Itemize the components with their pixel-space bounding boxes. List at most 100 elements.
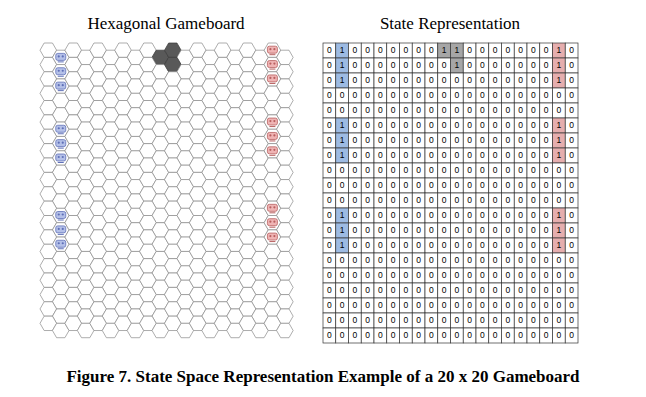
cell-value: 0 — [553, 283, 566, 298]
cell-value: 0 — [540, 178, 553, 193]
grid-cell — [400, 193, 413, 208]
grid-cell — [540, 313, 553, 328]
grid-cell — [565, 103, 578, 118]
cell-value: 0 — [361, 178, 374, 193]
cell-value: 0 — [489, 163, 502, 178]
cell-value: 0 — [565, 223, 578, 238]
grid-cell — [514, 88, 527, 103]
grid-cell — [336, 328, 349, 343]
cell-value: 1 — [336, 73, 349, 88]
grid-cell — [387, 253, 400, 268]
cell-value: 0 — [425, 268, 438, 283]
grid-cell — [553, 118, 566, 133]
cell-value: 0 — [438, 238, 451, 253]
cell-value: 0 — [527, 193, 540, 208]
cell-value: 1 — [438, 43, 451, 58]
grid-cell — [336, 208, 349, 223]
cell-value: 1 — [451, 43, 464, 58]
grid-cell — [565, 253, 578, 268]
grid-cell — [438, 313, 451, 328]
grid-cell — [323, 58, 336, 73]
cell-value: 0 — [400, 328, 413, 343]
grid-cell — [400, 208, 413, 223]
cell-value: 0 — [553, 298, 566, 313]
grid-cell — [323, 103, 336, 118]
cell-value: 0 — [489, 148, 502, 163]
cell-value: 0 — [527, 178, 540, 193]
grid-cell — [565, 328, 578, 343]
cell-value: 0 — [553, 193, 566, 208]
cell-value: 0 — [489, 223, 502, 238]
cell-value: 0 — [527, 238, 540, 253]
cell-value: 0 — [502, 43, 515, 58]
cell-value: 0 — [374, 88, 387, 103]
cell-value: 0 — [540, 328, 553, 343]
grid-cell — [476, 328, 489, 343]
grid-cell — [412, 298, 425, 313]
cell-value: 0 — [438, 58, 451, 73]
grid-cell — [438, 163, 451, 178]
grid-cell — [502, 73, 515, 88]
grid-cell — [400, 43, 413, 58]
cell-value: 0 — [476, 298, 489, 313]
cell-value: 0 — [323, 298, 336, 313]
cell-value: 0 — [323, 163, 336, 178]
cell-value: 0 — [349, 178, 362, 193]
grid-cell — [400, 118, 413, 133]
gameboard-panel: Hexagonal Gameboard — [36, 0, 296, 352]
grid-cell — [527, 253, 540, 268]
grid-cell — [387, 313, 400, 328]
cell-value: 0 — [412, 163, 425, 178]
grid-cell — [476, 73, 489, 88]
cell-value: 0 — [349, 88, 362, 103]
cell-value: 0 — [412, 88, 425, 103]
grid-cell — [349, 88, 362, 103]
grid-cell — [361, 298, 374, 313]
grid-cell — [489, 193, 502, 208]
grid-cell — [553, 238, 566, 253]
cell-value: 0 — [425, 103, 438, 118]
grid-cell — [502, 88, 515, 103]
grid-cell — [540, 328, 553, 343]
cell-value: 0 — [349, 268, 362, 283]
cell-value: 0 — [349, 298, 362, 313]
grid-cell — [374, 178, 387, 193]
cell-value: 0 — [374, 73, 387, 88]
grid-cell — [323, 133, 336, 148]
grid-cell — [323, 88, 336, 103]
cell-value: 0 — [400, 193, 413, 208]
cell-value: 0 — [387, 313, 400, 328]
grid-cell — [323, 178, 336, 193]
cell-value: 0 — [412, 148, 425, 163]
cell-value: 0 — [336, 268, 349, 283]
cell-value: 0 — [540, 238, 553, 253]
grid-cell — [565, 58, 578, 73]
cell-value: 0 — [553, 163, 566, 178]
grid-cell — [387, 268, 400, 283]
cell-value: 0 — [412, 133, 425, 148]
grid-cell — [451, 118, 464, 133]
cell-value: 0 — [412, 73, 425, 88]
grid-cell — [553, 193, 566, 208]
cell-value: 0 — [323, 268, 336, 283]
grid-cell — [336, 148, 349, 163]
robot-piece — [267, 132, 277, 141]
grid-cell — [400, 268, 413, 283]
cell-value: 0 — [400, 208, 413, 223]
cell-value: 0 — [514, 253, 527, 268]
cell-value: 0 — [361, 133, 374, 148]
grid-cell — [438, 118, 451, 133]
grid-cell — [425, 193, 438, 208]
grid-cell — [412, 223, 425, 238]
cell-value: 0 — [425, 193, 438, 208]
cell-value: 0 — [387, 163, 400, 178]
cell-value: 0 — [463, 148, 476, 163]
grid-cell — [336, 43, 349, 58]
cell-value: 0 — [361, 58, 374, 73]
grid-cell — [323, 73, 336, 88]
grid-cell — [361, 133, 374, 148]
cell-value: 0 — [336, 328, 349, 343]
cell-value: 0 — [361, 268, 374, 283]
cell-value: 0 — [489, 58, 502, 73]
cell-value: 0 — [438, 298, 451, 313]
